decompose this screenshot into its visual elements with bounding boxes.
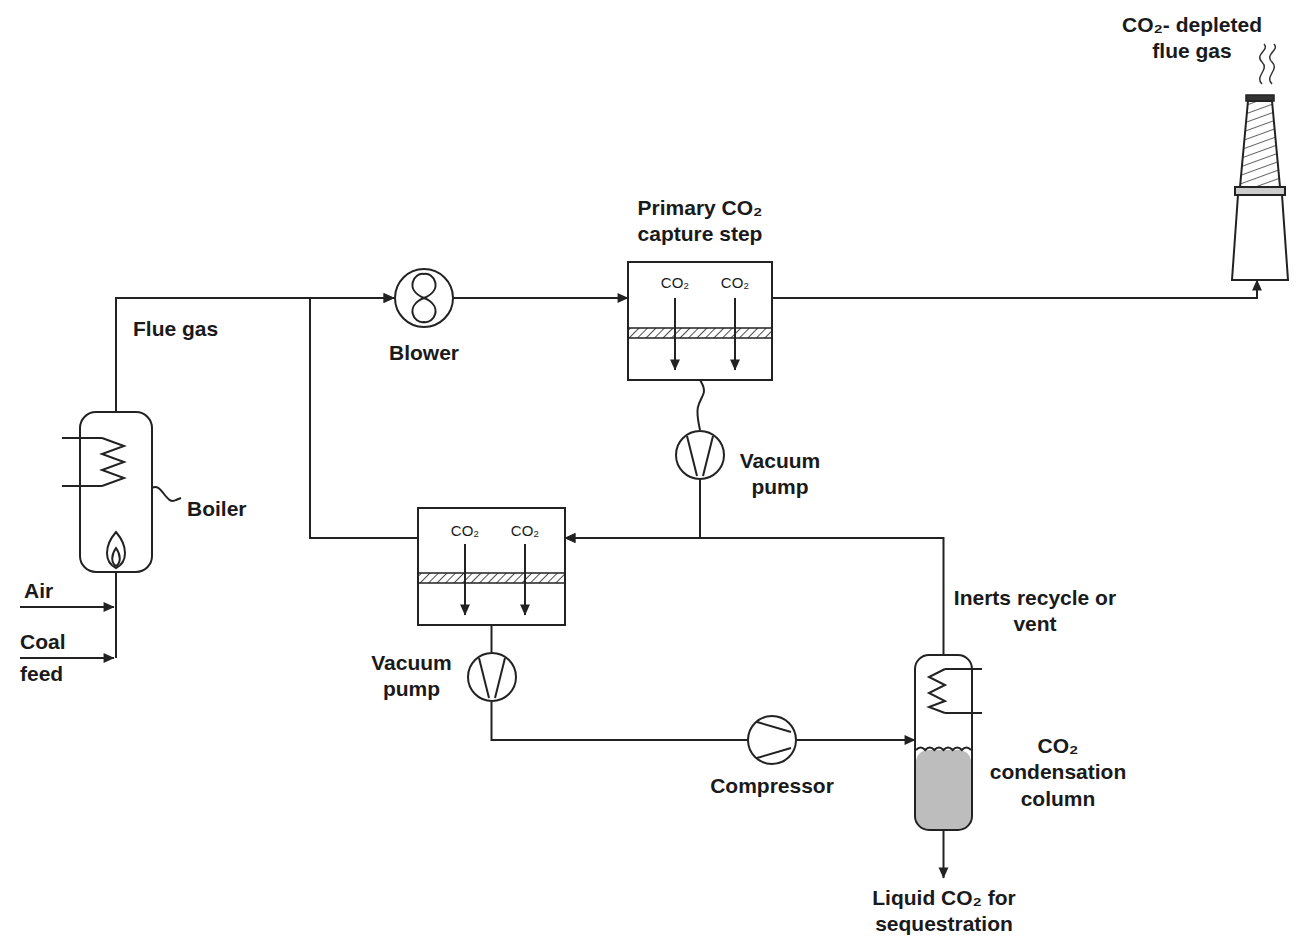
flow-line bbox=[697, 380, 704, 430]
blower-symbol: Blower bbox=[394, 268, 454, 328]
node-outline bbox=[418, 508, 565, 625]
stack-cap bbox=[1246, 95, 1274, 101]
flow-line bbox=[492, 702, 748, 740]
component-label: Compressor bbox=[707, 773, 837, 799]
pump-casing bbox=[468, 653, 516, 701]
boiler: Boiler bbox=[80, 412, 152, 572]
liquid-outlet-arrow bbox=[943, 830, 945, 878]
permeation-arrow bbox=[674, 298, 676, 370]
blower-casing bbox=[395, 269, 453, 327]
air-inlet-arrow bbox=[20, 606, 114, 608]
vacuum-pump-symbol: Vacuum pump bbox=[467, 652, 517, 702]
flow-label: Flue gas bbox=[133, 316, 243, 342]
column-ground bbox=[915, 655, 972, 830]
stream-label: Coal feed bbox=[20, 626, 90, 689]
component-label: CO₂- depleted flue gas bbox=[1102, 12, 1282, 65]
membrane-layer bbox=[418, 573, 565, 583]
gas-label: CO₂ bbox=[715, 274, 755, 293]
stream-label: Air bbox=[24, 578, 84, 604]
permeation-arrow bbox=[464, 544, 466, 615]
coil-leads bbox=[62, 438, 102, 486]
node-outline bbox=[628, 262, 772, 380]
stack-base bbox=[1232, 195, 1288, 280]
membrane-housing bbox=[628, 262, 772, 380]
membrane-layer bbox=[628, 328, 772, 338]
flame bbox=[107, 532, 125, 568]
feed-line bbox=[115, 572, 117, 658]
liquid-surface bbox=[916, 748, 971, 751]
pump-mark bbox=[687, 436, 713, 476]
stack-upper bbox=[1240, 101, 1280, 187]
vacuum-pump-symbol: Vacuum pump bbox=[675, 430, 725, 480]
flow-label: Inerts recycle or vent bbox=[950, 585, 1120, 638]
flow-line bbox=[772, 280, 1257, 298]
flow-line bbox=[116, 298, 394, 412]
flow-line bbox=[310, 298, 418, 538]
node-outline bbox=[80, 412, 152, 572]
flow-line bbox=[491, 625, 493, 652]
boiler-outline bbox=[80, 412, 152, 572]
membrane-housing bbox=[418, 508, 565, 625]
flow-line bbox=[565, 480, 700, 538]
membrane-unit: Primary CO₂ capture stepCO₂CO₂ bbox=[628, 262, 772, 380]
membrane-unit: CO₂ CO₂ bbox=[418, 508, 565, 625]
component-label: Primary CO₂ capture step bbox=[615, 195, 785, 248]
flow-line bbox=[797, 739, 915, 741]
column-outline bbox=[915, 655, 972, 830]
component-label: CO₂ condensation column bbox=[978, 733, 1138, 812]
gas-label: CO₂ bbox=[655, 274, 695, 293]
gas-label: CO₂ bbox=[445, 522, 485, 541]
stack-band bbox=[1235, 187, 1285, 195]
coal-inlet-arrow bbox=[20, 657, 114, 659]
blower-impeller bbox=[412, 274, 435, 322]
node-outline bbox=[915, 655, 972, 830]
smoke-wisp bbox=[1270, 44, 1276, 84]
pump-mark bbox=[479, 658, 505, 698]
node-outline bbox=[394, 268, 454, 328]
chimney-stack: CO₂- depleted flue gas bbox=[1226, 95, 1288, 280]
node-outline bbox=[1226, 95, 1288, 280]
node-outline bbox=[675, 430, 725, 480]
component-label: Boiler bbox=[187, 496, 277, 522]
node-outline bbox=[467, 652, 517, 702]
smoke-wisp bbox=[1260, 44, 1266, 84]
component-label: Vacuum pump bbox=[730, 448, 830, 501]
liquid-co2 bbox=[916, 750, 971, 829]
pump-casing bbox=[676, 431, 724, 479]
condensation-column: CO₂ condensation column bbox=[915, 655, 972, 830]
permeation-arrow bbox=[734, 298, 736, 370]
component-label: Vacuum pump bbox=[362, 650, 462, 703]
permeation-arrow bbox=[524, 544, 526, 615]
compressor-symbol: Compressor bbox=[747, 715, 797, 765]
leader-line bbox=[152, 487, 181, 501]
node-outline bbox=[747, 715, 797, 765]
condenser-coil bbox=[929, 669, 945, 713]
heating-coil bbox=[102, 438, 124, 486]
gas-label: CO₂ bbox=[505, 522, 545, 541]
component-label: Blower bbox=[374, 340, 474, 366]
flow-line bbox=[454, 297, 628, 299]
coil-leads bbox=[945, 669, 982, 713]
compressor-mark bbox=[757, 722, 791, 758]
compressor-casing bbox=[748, 716, 796, 764]
flame-core bbox=[112, 548, 120, 566]
flow-line bbox=[565, 538, 944, 655]
stream-label: Liquid CO₂ for sequestration bbox=[854, 885, 1034, 938]
